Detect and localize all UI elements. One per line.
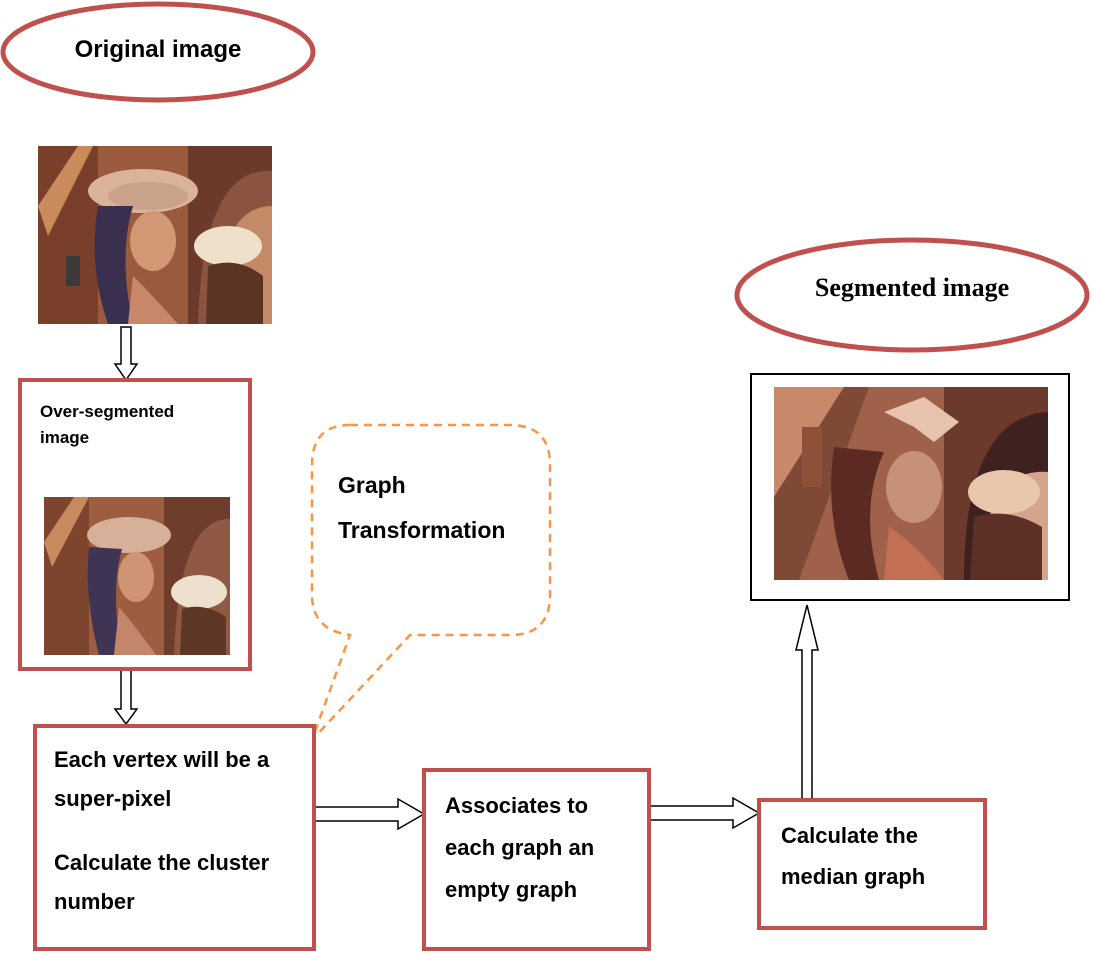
vertex-box-text: Each vertex will be a super-pixel Calcul… (54, 741, 269, 921)
associates-box (422, 768, 651, 951)
original-photo (38, 146, 272, 324)
vertex-line1: Each vertex will be a (54, 747, 270, 772)
over-segmented-line2: image (40, 428, 90, 448)
segmented-photo (774, 387, 1048, 580)
callout-line2: Transformation (338, 516, 506, 543)
arrow-right-2 (649, 796, 761, 830)
vertex-line4: number (54, 888, 135, 914)
original-image-ellipse (0, 1, 316, 103)
over-segmented-label: Over-segmented image (40, 399, 174, 452)
vertex-line2: super-pixel (54, 785, 172, 811)
callout-line1: Graph (338, 472, 406, 498)
median-box (757, 798, 987, 930)
original-image-title: Original image (74, 36, 242, 63)
over-segmented-photo (44, 497, 230, 655)
callout-bubble (310, 423, 552, 741)
associates-line3: empty graph (445, 876, 578, 902)
arrow-down-2 (113, 669, 139, 726)
vertex-line3: Calculate the cluster (54, 850, 270, 875)
median-box-text: Calculate the median graph (781, 816, 925, 897)
associates-line1: Associates to (445, 793, 589, 818)
segmented-image-ellipse (734, 237, 1090, 353)
median-line2: median graph (781, 863, 926, 889)
over-segmented-line1: Over-segmented (40, 402, 175, 421)
median-line1: Calculate the (781, 823, 918, 848)
segmented-image-title: Segmented image (814, 273, 1010, 302)
vertex-box (33, 724, 316, 951)
arrow-up (795, 604, 819, 801)
associates-box-text: Associates to each graph an empty graph (445, 785, 594, 910)
associates-line2: each graph an (445, 834, 595, 860)
arrow-right-1 (314, 797, 426, 831)
arrow-down-1 (113, 326, 139, 382)
callout-text: Graph Transformation (338, 463, 505, 553)
